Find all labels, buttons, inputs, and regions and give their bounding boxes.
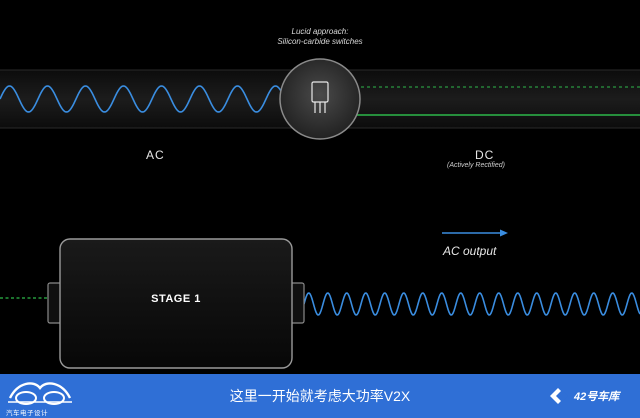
right-logo-text: 42号车库 xyxy=(574,391,620,403)
dc-label: DC xyxy=(475,148,495,162)
ac-label: AC xyxy=(146,148,165,162)
footer-title: 这里一开始就考虑大功率V2X xyxy=(229,388,411,404)
switch-circle xyxy=(279,58,361,140)
dc-sublabel: (Actively Rectified) xyxy=(447,162,505,169)
caption-line-1: Lucid approach: xyxy=(291,27,349,36)
stage-1-box xyxy=(59,238,293,369)
garage-logo-icon xyxy=(550,388,568,404)
ac-output-wave xyxy=(303,292,640,316)
caption-line-2: Silicon-carbide switches xyxy=(277,37,363,46)
silicon-carbide-chip-icon xyxy=(311,81,329,113)
ac-output-label: AC output xyxy=(443,244,497,258)
ac-output-arrow-head xyxy=(500,229,508,237)
ac-input-wave xyxy=(0,85,283,113)
footer-banner: 汽车电子设计 这里一开始就考虑大功率V2X 42号车库 xyxy=(0,374,640,418)
left-logo-text: 汽车电子设计 xyxy=(6,410,48,417)
car-logo-icon xyxy=(8,382,72,405)
stage-label: STAGE 1 xyxy=(151,293,201,305)
